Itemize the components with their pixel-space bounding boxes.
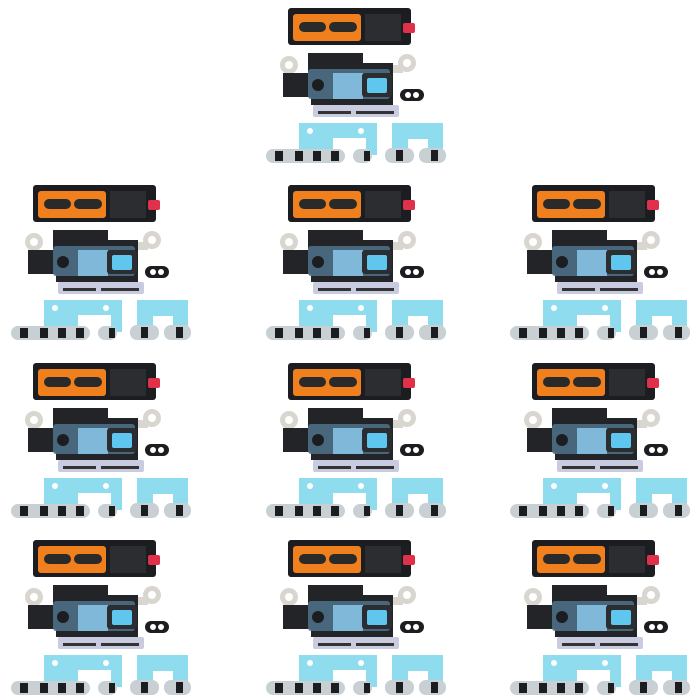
kit-top-center — [266, 8, 446, 163]
kit-row2-right — [510, 363, 690, 518]
kit-row3-right — [510, 540, 690, 695]
kit-row2-left — [11, 363, 191, 518]
kit-row3-left — [11, 540, 191, 695]
kit-row2-center — [266, 363, 446, 518]
kit-row1-right — [510, 185, 690, 340]
kit-row3-center — [266, 540, 446, 695]
kit-row1-left — [11, 185, 191, 340]
kit-row1-center — [266, 185, 446, 340]
